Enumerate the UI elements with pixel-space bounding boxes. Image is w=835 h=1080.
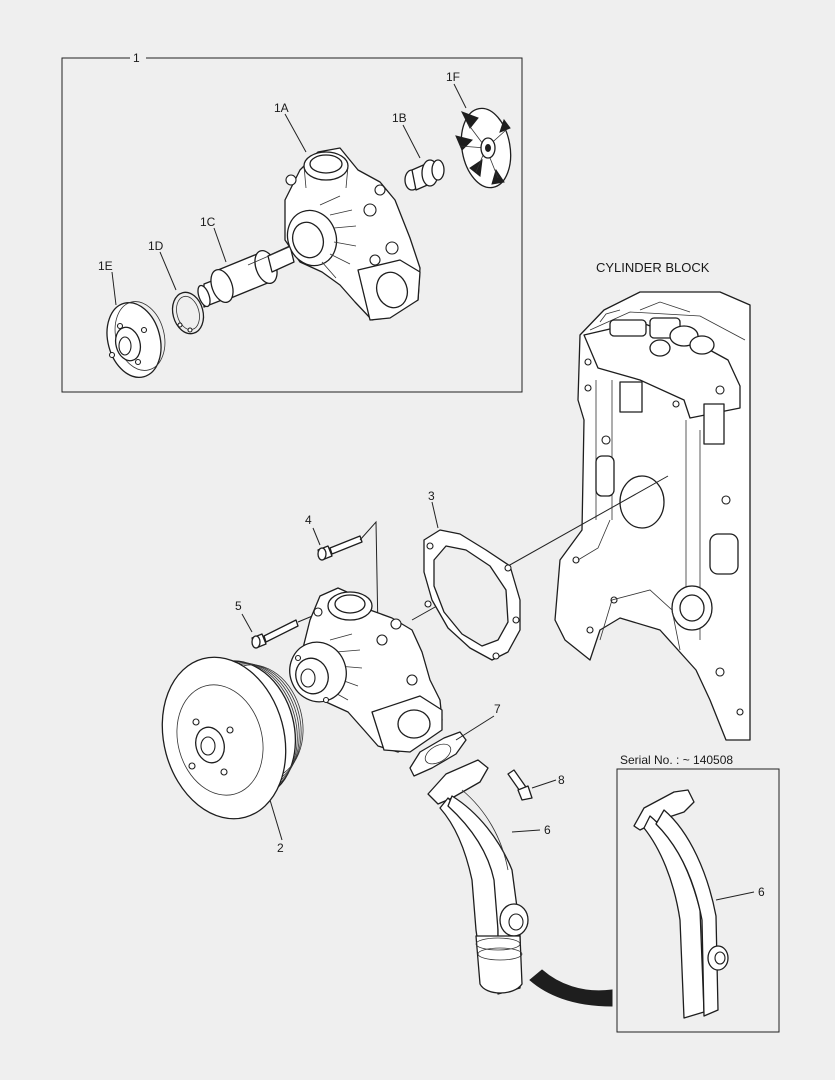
label-4: 4 [305, 513, 312, 527]
label-1A: 1A [274, 101, 289, 115]
label-1: 1 [133, 51, 140, 65]
pump-body-1A [284, 147, 421, 321]
kit-box: 1 [61, 51, 523, 393]
water-pump-assembled [289, 587, 443, 753]
pipe-6-variant [633, 789, 729, 1019]
hub-flange-1E [106, 301, 166, 378]
label-8: 8 [558, 773, 565, 787]
label-1C: 1C [200, 215, 216, 229]
label-6b: 6 [758, 885, 765, 899]
label-5: 5 [235, 599, 242, 613]
label-1E: 1E [98, 259, 113, 273]
label-1D: 1D [148, 239, 164, 253]
seal-1B [404, 159, 445, 191]
inset-arrow [529, 969, 613, 1007]
bolt-5 [251, 619, 299, 649]
gasket-3 [423, 529, 521, 661]
serial-label: Serial No. : ~ 140508 [620, 753, 733, 767]
impeller-1F [455, 107, 512, 189]
inset-box [616, 768, 780, 1033]
label-2: 2 [277, 841, 284, 855]
label-7: 7 [494, 702, 501, 716]
snap-ring-1D [171, 291, 205, 335]
pulley-2 [161, 656, 304, 820]
label-6: 6 [544, 823, 551, 837]
label-1B: 1B [392, 111, 407, 125]
gasket-7 [409, 731, 467, 777]
bolt-8 [507, 769, 533, 801]
cylinder-block-label: CYLINDER BLOCK [596, 260, 710, 275]
pipe-6 [427, 759, 529, 995]
bolt-4 [317, 535, 363, 561]
cylinder-block [554, 291, 751, 741]
label-3: 3 [428, 489, 435, 503]
shaft-bearing-1C [197, 237, 311, 308]
label-1F: 1F [446, 70, 460, 84]
